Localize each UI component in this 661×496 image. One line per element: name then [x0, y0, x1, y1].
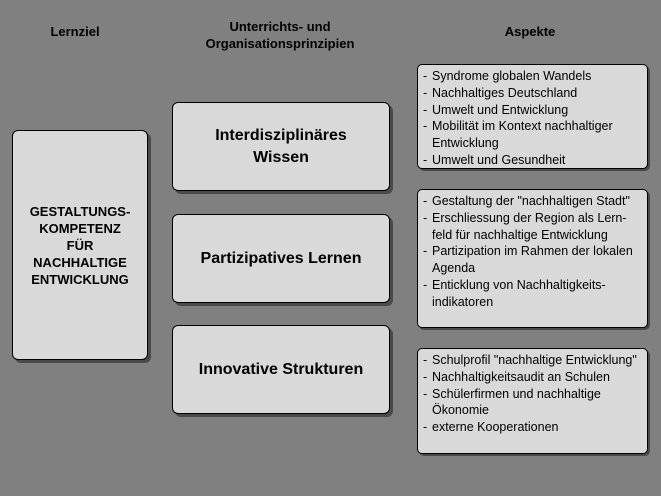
aspect-item: Umwelt und Entwicklung	[423, 102, 643, 119]
aspects-box-2: Gestaltung der "nachhaltigen Stadt" Ersc…	[417, 189, 648, 328]
header-prinzipien-line2: Organisationsprinzipien	[205, 36, 355, 51]
principle-label: Wissen	[253, 148, 309, 166]
aspect-item: Erschliessung der Region als Lern-feld f…	[423, 210, 643, 244]
aspect-item: Nachhaltiges Deutschland	[423, 85, 643, 102]
lernziel-line: KOMPETENZ	[39, 220, 121, 236]
header-aspekte: Aspekte	[504, 24, 556, 39]
lernziel-line: ENTWICKLUNG	[31, 271, 129, 287]
principle-label: Partizipatives Lernen	[200, 249, 362, 267]
lernziel-line: GESTALTUNGS-	[29, 203, 131, 219]
aspect-item: Umwelt und Gesundheit	[423, 152, 643, 169]
aspect-item: Mobilität im Kontext nachhaltiger Entwic…	[423, 118, 643, 152]
aspect-item: Enticklung von Nachhaltigkeits-indikator…	[423, 277, 643, 311]
aspects-box-1: Syndrome globalen Wandels Nachhaltiges D…	[417, 64, 648, 169]
aspect-item: Schulprofil "nachhaltige Entwicklung"	[423, 352, 643, 369]
principle-box-partizipativ: Partizipatives Lernen	[172, 214, 390, 303]
header-lernziel: Lernziel	[50, 24, 100, 39]
aspects-box-3: Schulprofil "nachhaltige Entwicklung" Na…	[417, 348, 648, 454]
aspect-item: Partizipation im Rahmen der lokalen Agen…	[423, 243, 643, 277]
aspect-item: Schülerfirmen und nachhaltige Ökonomie	[423, 386, 643, 420]
principle-label: Innovative Strukturen	[198, 360, 364, 378]
lernziel-line: FÜR	[66, 237, 94, 253]
aspect-item: Gestaltung der "nachhaltigen Stadt"	[423, 193, 643, 210]
aspect-item: externe Kooperationen	[423, 419, 643, 436]
lernziel-box: GESTALTUNGS- KOMPETENZ FÜR NACHHALTIGE E…	[12, 130, 148, 360]
principle-label: Interdisziplinäres	[215, 126, 347, 144]
principle-box-interdisziplinaer: Interdisziplinäres Wissen	[172, 102, 390, 191]
header-prinzipien: Unterrichts- und Organisationsprinzipien	[180, 18, 380, 52]
aspect-item: Syndrome globalen Wandels	[423, 68, 643, 85]
lernziel-line: NACHHALTIGE	[33, 254, 127, 270]
aspect-item: Nachhaltigkeitsaudit an Schulen	[423, 369, 643, 386]
principle-box-innovativ: Innovative Strukturen	[172, 325, 390, 414]
header-prinzipien-line1: Unterrichts- und	[229, 19, 331, 34]
